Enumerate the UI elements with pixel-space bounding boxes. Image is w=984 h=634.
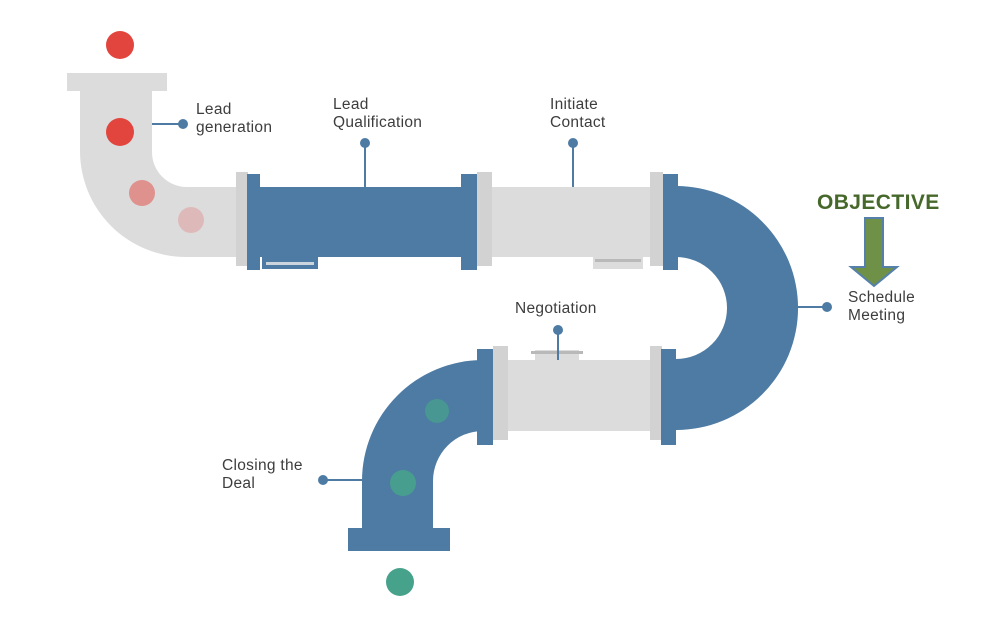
label-lead-generation: Lead generation [196,101,273,136]
flange [650,346,662,440]
outlet-funnel [348,528,450,551]
connector-dot [318,475,328,485]
flange [247,174,260,270]
initiate-contact-pipe [477,187,657,257]
flange [461,174,477,270]
lead-qualification-pipe [259,187,461,257]
deal-ball-2 [390,470,416,496]
label-schedule-meeting: Schedule Meeting [848,289,916,324]
connector-dot [360,138,370,148]
connector-dot [178,119,188,129]
label-initiate-contact: Initiate Contact [550,96,606,131]
lead-ball-1 [106,31,134,59]
u-turn-pipe [676,186,799,430]
negotiation-pipe [493,360,653,431]
flange [661,349,676,445]
flange [477,172,492,266]
flange [663,174,678,270]
initiate-contact-hatch [593,257,643,269]
label-lead-qualification: Lead Qualification [333,96,423,131]
flange [493,346,508,440]
lead-ball-3 [129,180,155,206]
label-negotiation: Negotiation [515,300,597,317]
inlet-funnel [67,73,167,91]
connector-dot [553,325,563,335]
flange [477,349,493,445]
label-closing-the-deal: Closing the Deal [222,457,303,492]
hatch-line [595,259,641,262]
hatch-line [266,262,314,265]
flange [236,172,248,266]
deal-ball-1 [425,399,449,423]
outlet-elbow-pipe [362,360,483,528]
connector-dot [822,302,832,312]
label-objective: OBJECTIVE [817,191,940,214]
objective-down-arrow-icon [848,217,900,288]
connector-dot [568,138,578,148]
lead-ball-2 [106,118,134,146]
lead-ball-4 [178,207,204,233]
deal-ball-3 [386,568,414,596]
flange [650,172,663,266]
